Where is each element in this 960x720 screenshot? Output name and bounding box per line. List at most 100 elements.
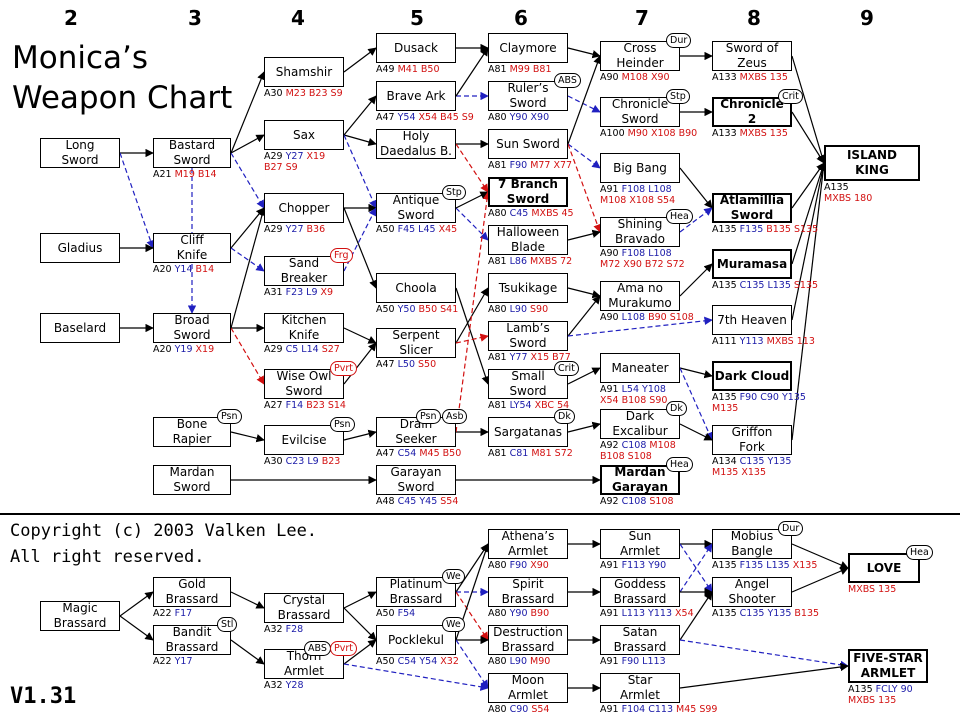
edge-bastard-sword-to-sax — [230, 134, 265, 154]
node-shamshir: Shamshir — [264, 57, 344, 87]
edge-7th-heaven-to-island-king — [791, 162, 827, 321]
node-stats: A90 L108 B90 S108 — [600, 312, 694, 323]
node-big-bang: Big Bang — [600, 153, 680, 183]
node-stats: A91 F108 L108 — [600, 184, 672, 195]
node-stats-extra: M72 X90 B72 S72 — [600, 259, 685, 270]
node-stats: A47 C54 M45 B50 — [376, 448, 462, 459]
ability-tag: Hea — [666, 457, 693, 472]
edge-cliff-knife-to-sand-breaker — [230, 247, 265, 272]
column-header: 5 — [410, 6, 424, 30]
ability-tag: Hea — [666, 209, 693, 224]
edge-serpent-slicer-to-tsukikage — [455, 287, 489, 344]
node-sword-of-zeus: Sword of Zeus — [712, 41, 792, 71]
edge-satan-brassard-to-angel-shooter — [679, 591, 713, 641]
node-platinum-brassard: Platinum Brassard — [376, 577, 456, 607]
node-chronicle-2: Chronicle 2 — [712, 97, 792, 127]
node-stats: A135 C135 Y135 B135 — [712, 608, 820, 619]
ability-tag: Stp — [666, 89, 690, 104]
edge-bastard-sword-to-chopper — [230, 152, 265, 209]
ability-tag: Frg — [330, 248, 353, 263]
node-stats: A135 F135 B135 S135 — [712, 224, 819, 235]
node-sax: Sax — [264, 120, 344, 150]
node-stats-extra: M108 X108 S54 — [600, 195, 676, 206]
node-stats: MXBS 135 — [848, 584, 897, 595]
column-header: 6 — [514, 6, 528, 30]
edge-griffon-fork-to-island-king — [791, 162, 828, 441]
node-sand-breaker: Sand Breaker — [264, 256, 344, 286]
edge-lambs-sword-to-7th-heaven — [567, 316, 713, 337]
edge-platinum-brassard-to-destruction-brassard — [455, 591, 489, 641]
edge-bone-rapier-to-evilcise — [230, 431, 265, 443]
edge-sax-to-holy-daedalus-blade — [343, 134, 377, 146]
node-stats: A30 C23 L9 B23 — [264, 456, 341, 467]
edge-pocklekul-to-moon-armlet — [455, 639, 489, 689]
node-stats: A80 L90 S90 — [488, 304, 549, 315]
copyright-line-1: Copyright (c) 2003 Valken Lee. — [10, 521, 318, 541]
node-stats: A90 M108 X90 — [600, 72, 670, 83]
edge-goddess-brassard-to-mobius-bangle — [679, 543, 713, 593]
node-stats: A81 L86 MXBS 72 — [488, 256, 573, 267]
node-stats: A22 Y17 — [153, 656, 193, 667]
edge-halloween-blade-to-shining-bravado — [567, 229, 601, 241]
edge-sun-sword-to-cross-heinder — [567, 55, 602, 145]
edge-sax-to-brave-ark — [343, 95, 377, 136]
edge-magic-brassard-to-bandit-brassard — [119, 615, 154, 641]
node-stats: A134 C135 Y135 — [712, 456, 792, 467]
edge-chopper-to-choola — [343, 207, 378, 289]
node-choola: Choola — [376, 273, 456, 303]
copyright-line-2: All right reserved. — [10, 547, 205, 567]
node-stats: A135 — [824, 182, 849, 193]
edge-sax-to-antique-sword — [343, 134, 377, 209]
node-stats: A31 F23 L9 X9 — [264, 287, 334, 298]
edge-ama-no-murakumo-to-muramasa — [679, 263, 713, 297]
node-7-branch-sword: 7 Branch Sword — [488, 177, 568, 207]
node-griffon-fork: Griffon Fork — [712, 425, 792, 455]
edge-thorn-armlet-to-moon-armlet — [343, 663, 489, 691]
node-stats: A47 Y54 X54 B45 S9 — [376, 112, 474, 123]
node-stats-extra: M135 X135 — [712, 467, 766, 478]
node-stats-extra: B108 S108 — [600, 451, 652, 462]
node-moon-armlet: Moon Armlet — [488, 673, 568, 703]
node-stats: A20 Y19 X19 — [153, 344, 215, 355]
ability-tag: Stl — [217, 617, 238, 632]
copyright-notice: Copyright (c) 2003 Valken Lee. All right… — [10, 518, 317, 570]
chart-title-line-1: Monica’s — [12, 40, 149, 76]
node-pocklekul: Pocklekul — [376, 625, 456, 655]
node-stats: A29 C5 L14 S27 — [264, 344, 340, 355]
node-stats: A27 F14 B23 S14 — [264, 400, 346, 411]
ability-tag: ABS — [554, 73, 581, 88]
edge-star-armlet-to-five-star-armlet — [679, 662, 849, 689]
node-island-king: ISLAND KING — [824, 145, 920, 181]
node-dark-excalibur: Dark Excalibur — [600, 409, 680, 439]
node-atlamillia-sword: Atlamillia Sword — [712, 193, 792, 223]
node-stats: A32 F28 — [264, 624, 304, 635]
node-sun-sword: Sun Sword — [488, 129, 568, 159]
node-stats: A81 C81 M81 S72 — [488, 448, 573, 459]
column-header: 2 — [64, 6, 78, 30]
node-broad-sword: Broad Sword — [153, 313, 231, 343]
node-stats: A135 FCLY 90 — [848, 684, 913, 695]
node-stats: A91 F113 Y90 — [600, 560, 667, 571]
node-stats: A91 F104 C113 M45 S99 — [600, 704, 718, 715]
node-ama-no-murakumo: Ama no Murakumo — [600, 281, 680, 311]
node-sargatanas: Sargatanas — [488, 417, 568, 447]
node-kitchen-knife: Kitchen Knife — [264, 313, 344, 343]
edge-sword-of-zeus-to-island-king — [791, 55, 826, 164]
node-spirit-brassard: Spirit Brassard — [488, 577, 568, 607]
node-stats: A100 M90 X108 B90 — [600, 128, 698, 139]
node-tsukikage: Tsukikage — [488, 273, 568, 303]
node-7th-heaven: 7th Heaven — [712, 305, 792, 335]
edge-lambs-sword-to-ama-no-murakumo — [567, 295, 601, 337]
edge-sargatanas-to-dark-excalibur — [567, 421, 601, 433]
node-stats-extra: M135 — [712, 403, 739, 414]
edge-magic-brassard-to-gold-brassard — [119, 591, 154, 617]
edge-shining-bravado-to-atlamillia-sword — [679, 207, 713, 233]
node-cliff-knife: Cliff Knife — [153, 233, 231, 263]
ability-tag: Dk — [666, 401, 687, 416]
node-satan-brassard: Satan Brassard — [600, 625, 680, 655]
node-angel-shooter: Angel Shooter — [712, 577, 792, 607]
column-header: 8 — [747, 6, 761, 30]
node-dark-cloud: Dark Cloud — [712, 361, 792, 391]
node-garayan-sword: Garayan Sword — [376, 465, 456, 495]
